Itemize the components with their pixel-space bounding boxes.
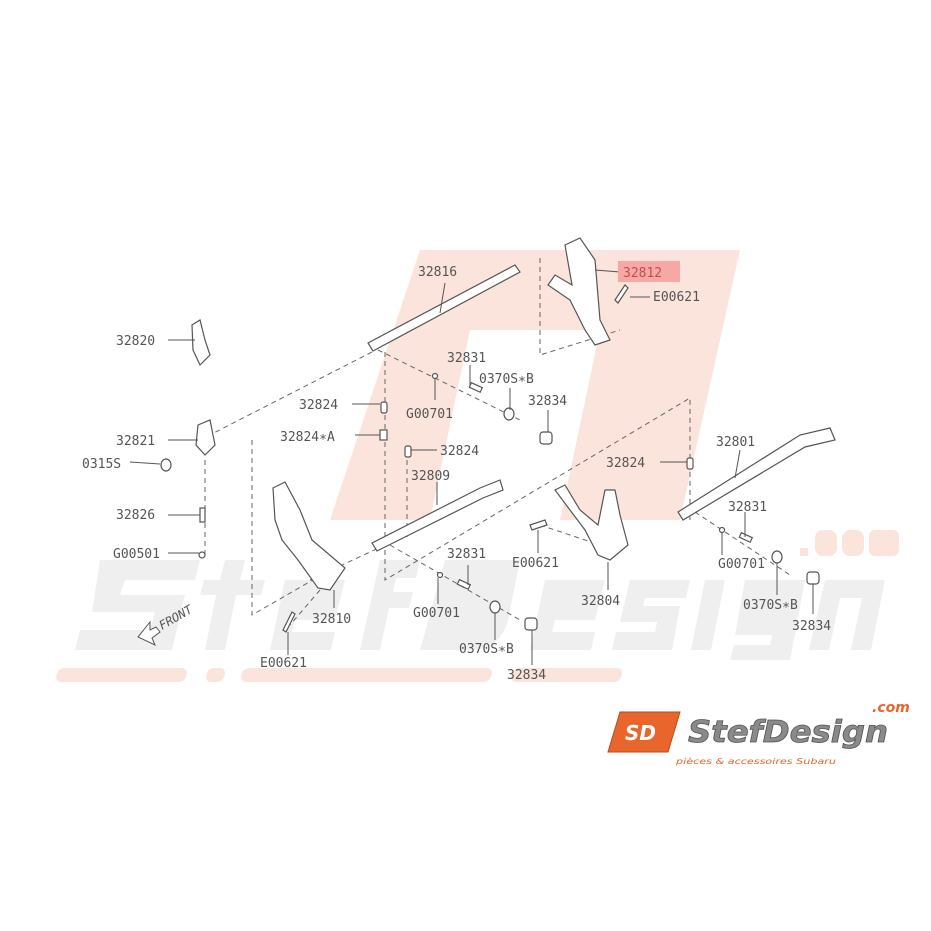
label-32804[interactable]: 32804 — [581, 594, 620, 609]
label-g00501[interactable]: G00501 — [113, 547, 160, 562]
label-32824-c[interactable]: 32824 — [606, 456, 645, 471]
label-32824-star-a[interactable]: 32824∗A — [280, 430, 335, 445]
arm-32820[interactable] — [191, 319, 211, 367]
label-32826[interactable]: 32826 — [116, 508, 155, 523]
leader-lines — [129, 269, 814, 665]
label-g00701-mid[interactable]: G00701 — [413, 606, 460, 621]
label-32831-top[interactable]: 32831 — [447, 351, 486, 366]
washer-0370s-right[interactable] — [771, 550, 783, 564]
label-32820[interactable]: 32820 — [116, 334, 155, 349]
spring-32831-mid[interactable] — [456, 578, 472, 591]
pin-32824-b[interactable] — [404, 445, 412, 458]
label-32809[interactable]: 32809 — [411, 469, 450, 484]
label-32831-mid[interactable]: 32831 — [447, 547, 486, 562]
label-0315s[interactable]: 0315S — [82, 457, 121, 472]
plug-32834-mid[interactable] — [524, 617, 538, 631]
pin-e00621-bottom[interactable] — [282, 611, 296, 633]
shift-fork-32812[interactable] — [547, 237, 611, 346]
label-32801[interactable]: 32801 — [716, 435, 755, 450]
label-0370s-top[interactable]: 0370S∗B — [479, 372, 534, 387]
logo-mark — [607, 711, 681, 753]
shift-fork-32810[interactable] — [272, 481, 346, 591]
label-32831-right[interactable]: 32831 — [728, 500, 767, 515]
label-0370s-right[interactable]: 0370S∗B — [743, 598, 798, 613]
highlight-32812 — [618, 261, 680, 282]
pin-e00621-top[interactable] — [614, 284, 629, 304]
label-32824-b[interactable]: 32824 — [440, 444, 479, 459]
stefdesign-logo: SD StefDesign .com pièces & accessoires … — [607, 700, 910, 766]
label-g00701-top[interactable]: G00701 — [406, 407, 453, 422]
watermark — [56, 250, 899, 682]
plug-32834-top[interactable] — [539, 431, 553, 445]
watermark-brand-lettering — [75, 560, 885, 660]
logo-tagline: pièces & accessoires Subaru — [675, 756, 836, 766]
washer-0370s-mid[interactable] — [489, 600, 501, 614]
spring-32826[interactable] — [199, 507, 206, 523]
washer-0370s-top[interactable] — [503, 407, 515, 421]
plug-32834-right[interactable] — [806, 571, 820, 585]
arm-32821[interactable] — [195, 419, 216, 456]
assembly-guides — [199, 258, 791, 626]
label-e00621-mid[interactable]: E00621 — [512, 556, 559, 571]
label-32834-mid[interactable]: 32834 — [507, 668, 546, 683]
label-0370s-mid[interactable]: 0370S∗B — [459, 642, 514, 657]
label-32821[interactable]: 32821 — [116, 434, 155, 449]
part-labels: 32816 32812 E00621 32820 32831 0370S∗B 3… — [82, 265, 831, 683]
label-32834-top[interactable]: 32834 — [528, 394, 567, 409]
interlock-32824-star-a[interactable] — [379, 429, 388, 441]
label-32834-right[interactable]: 32834 — [792, 619, 831, 634]
label-32816[interactable]: 32816 — [418, 265, 457, 280]
logo-mark-text: SD — [625, 721, 656, 745]
pin-32824-a[interactable] — [380, 401, 388, 414]
label-e00621-bottom[interactable]: E00621 — [260, 656, 307, 671]
shift-rod-32801[interactable] — [677, 427, 836, 521]
pin-e00621-mid[interactable] — [529, 519, 548, 531]
watermark-tagline-lettering — [56, 668, 622, 682]
washer-0315s[interactable] — [160, 458, 172, 472]
label-32824-a[interactable]: 32824 — [299, 398, 338, 413]
shift-rod-32816[interactable] — [367, 264, 521, 352]
ball-g00701-top[interactable] — [431, 372, 439, 380]
logo-domain: .com — [872, 700, 910, 716]
pin-32824-c[interactable] — [686, 457, 694, 470]
ball-g00501[interactable] — [198, 551, 206, 559]
ball-g00701-right[interactable] — [718, 526, 726, 534]
shift-fork-32804[interactable] — [554, 484, 629, 561]
label-e00621-top[interactable]: E00621 — [653, 290, 700, 305]
logo-brand: StefDesign — [688, 715, 888, 750]
parts — [160, 237, 836, 633]
spring-32831-right[interactable] — [738, 531, 754, 544]
shift-rod-32809[interactable] — [371, 479, 504, 552]
watermark-domain-lettering — [800, 530, 899, 556]
front-arrow-icon — [137, 620, 161, 647]
label-32812[interactable]: 32812 — [623, 266, 662, 281]
label-32810[interactable]: 32810 — [312, 612, 351, 627]
label-g00701-right[interactable]: G00701 — [718, 557, 765, 572]
ball-g00701-mid[interactable] — [436, 571, 444, 579]
